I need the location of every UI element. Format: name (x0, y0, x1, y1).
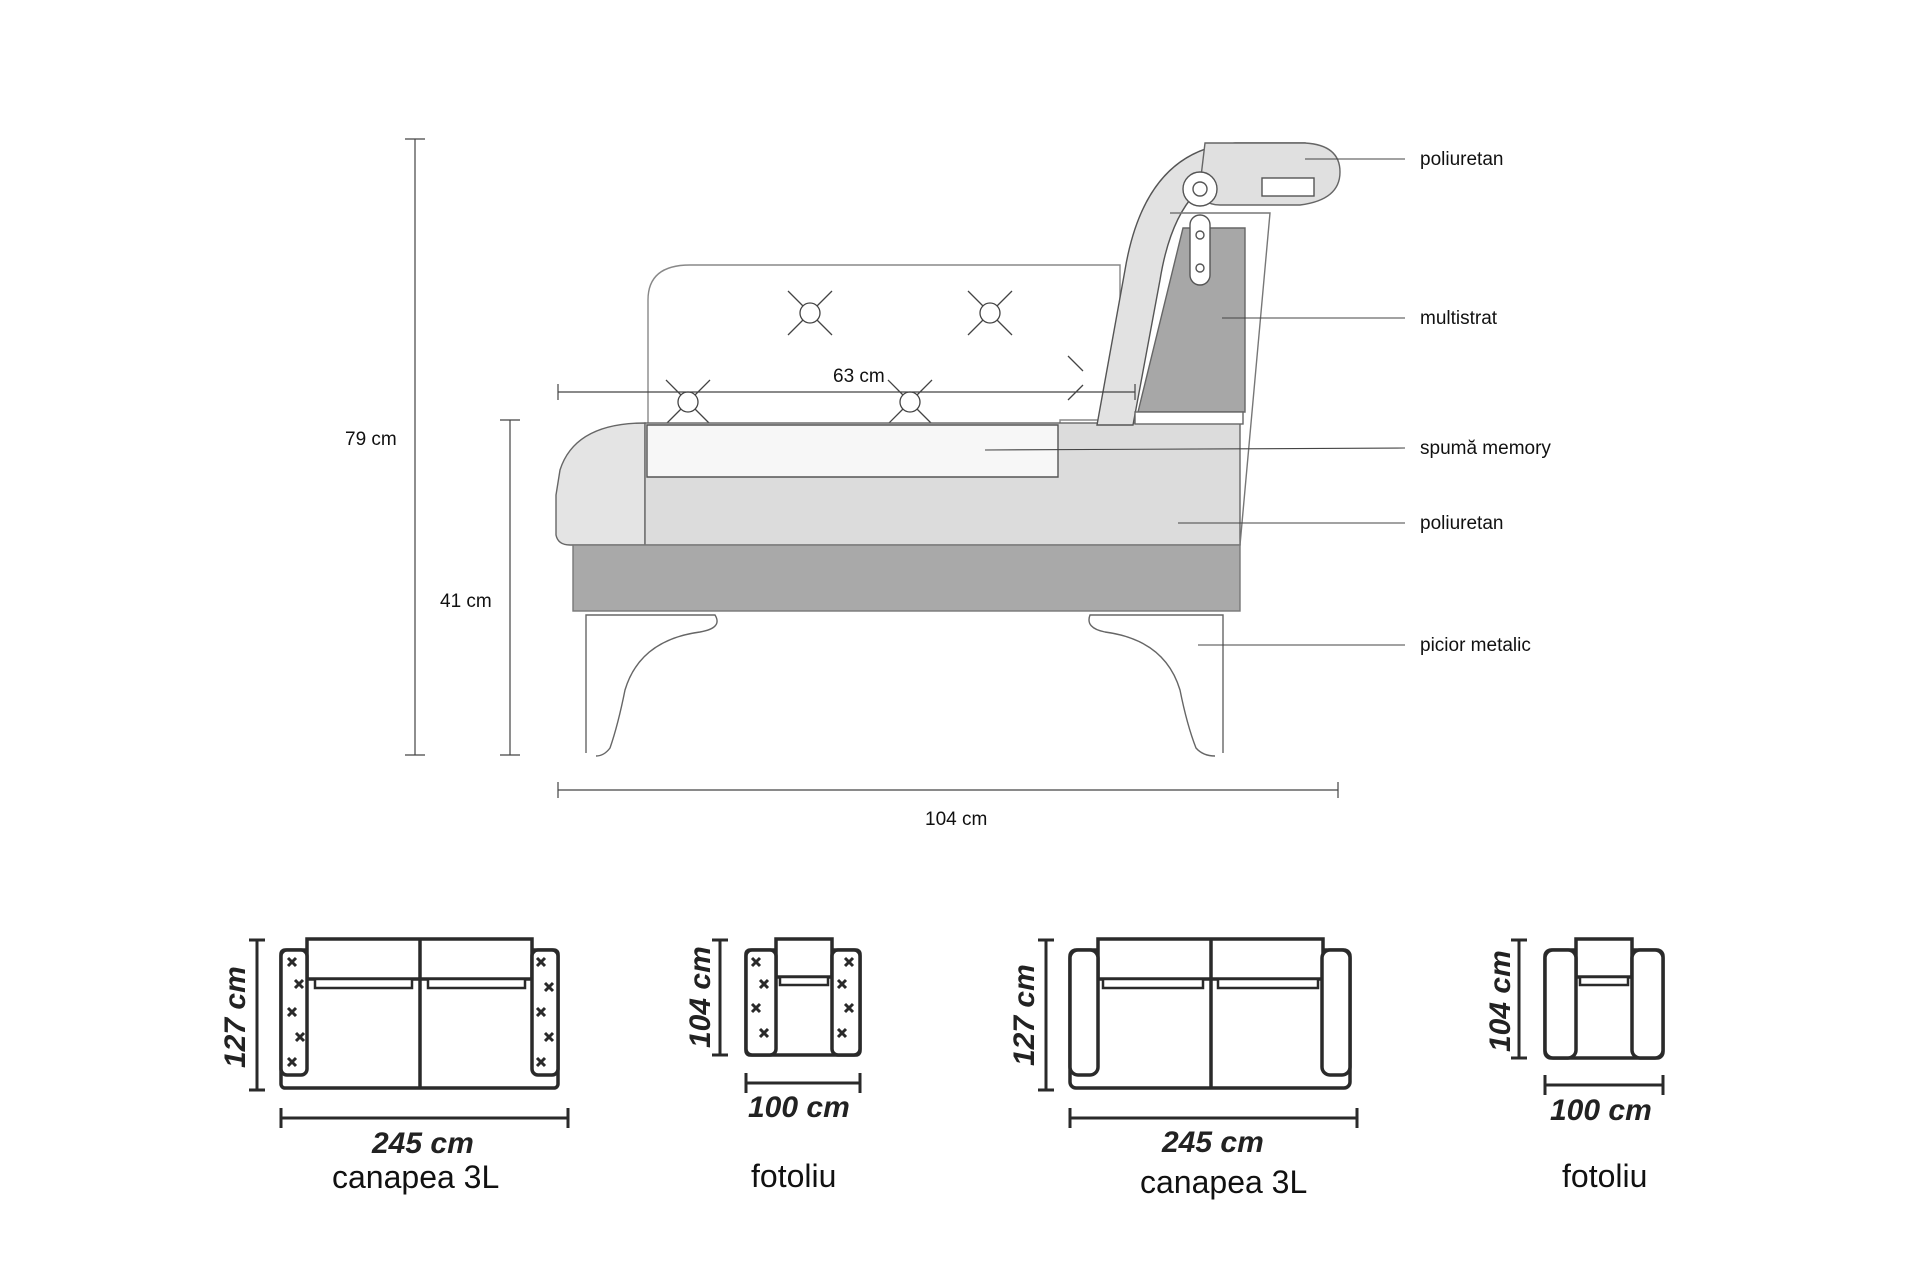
rear-leg (1088, 614, 1224, 757)
plan1-name: canapea 3L (332, 1159, 499, 1195)
sofa-cushion-left (313, 977, 414, 990)
seat-top-plank (1134, 411, 1244, 425)
dim-seat-depth: 63 cm (833, 366, 885, 387)
height-79-line (405, 138, 425, 756)
sofa3-arm-left (1068, 948, 1100, 1077)
callout-multistrat: multistrat (1420, 308, 1498, 329)
plan4-name: fotoliu (1562, 1158, 1647, 1194)
front-leg (585, 614, 718, 757)
sofa3-arm-right (1320, 948, 1352, 1077)
plan1-height-line (249, 938, 265, 1092)
plan-chair-tufted (712, 937, 862, 1093)
depth-104-line (557, 782, 1339, 798)
chair-arm-left (744, 948, 778, 1057)
plan1-width-line (279, 1108, 570, 1128)
sofa3-cushion-left (1101, 977, 1205, 990)
plan4-width-label: 100 cm (1550, 1094, 1652, 1127)
seat-front-roll (555, 422, 646, 546)
height-41-line (500, 419, 520, 756)
chair-back (774, 937, 834, 979)
plan3-height-label: 127 cm (1008, 964, 1041, 1066)
plan4-height-line (1511, 938, 1527, 1060)
leader-memory-foam (984, 447, 1406, 451)
plan1-height-label: 127 cm (219, 966, 252, 1068)
plan2-name: fotoliu (751, 1158, 836, 1194)
plan2-height-label: 104 cm (684, 946, 717, 1048)
dimension-lines (405, 138, 1339, 798)
plan2-width-label: 100 cm (748, 1091, 850, 1124)
callout-poliuretan-seat: poliuretan (1420, 513, 1503, 534)
plan4-width-line (1543, 1075, 1665, 1095)
dim-total-height: 79 cm (345, 429, 397, 450)
chair4-cushion (1578, 975, 1630, 987)
hinge-bolt-bottom (1195, 263, 1205, 273)
dim-total-depth: 104 cm (925, 809, 987, 830)
plan2-width-line (744, 1073, 862, 1093)
chair4-back (1574, 937, 1634, 979)
chair4-arm-right (1630, 948, 1665, 1060)
plan-chair-plain (1511, 937, 1665, 1095)
memory-foam-layer (646, 424, 1059, 478)
side-view-drawing (555, 142, 1341, 757)
depth-63-line (557, 384, 1136, 400)
callout-picior-metalic: picior metalic (1420, 635, 1531, 656)
plan1-width-label: 245 cm (371, 1127, 474, 1160)
sofa3-cushion-right (1216, 977, 1320, 990)
plan3-width-label: 245 cm (1161, 1126, 1264, 1159)
plan4-height-label: 104 cm (1484, 950, 1517, 1052)
hinge-inner (1192, 181, 1208, 197)
plan3-height-line (1038, 938, 1054, 1092)
sofa-arm-right (530, 948, 560, 1077)
plan-sofa-tufted (249, 937, 570, 1128)
plan3-width-line (1068, 1108, 1359, 1128)
plan2-height-line (712, 938, 728, 1057)
hinge-plate (1189, 214, 1211, 286)
callout-leaders (984, 158, 1406, 646)
chair4-arm-left (1543, 948, 1578, 1060)
tufting-marks (286, 956, 555, 1068)
callout-memory-foam: spumă memory (1420, 438, 1551, 459)
armrest-bracket (1261, 177, 1315, 197)
multistrat-board (1137, 227, 1246, 413)
chair-cushion (778, 975, 830, 987)
plan-views (249, 937, 1665, 1128)
sofa-cushion-right (426, 977, 527, 990)
callout-poliuretan-top: poliuretan (1420, 149, 1503, 170)
rear-frame-line (1170, 212, 1271, 546)
chair-tufting-marks (750, 956, 855, 1039)
plan3-name: canapea 3L (1140, 1164, 1307, 1200)
dim-seat-height: 41 cm (440, 591, 492, 612)
sofa-base (572, 544, 1241, 612)
plan-sofa-plain (1038, 937, 1359, 1128)
hinge-bolt-top (1195, 230, 1205, 240)
